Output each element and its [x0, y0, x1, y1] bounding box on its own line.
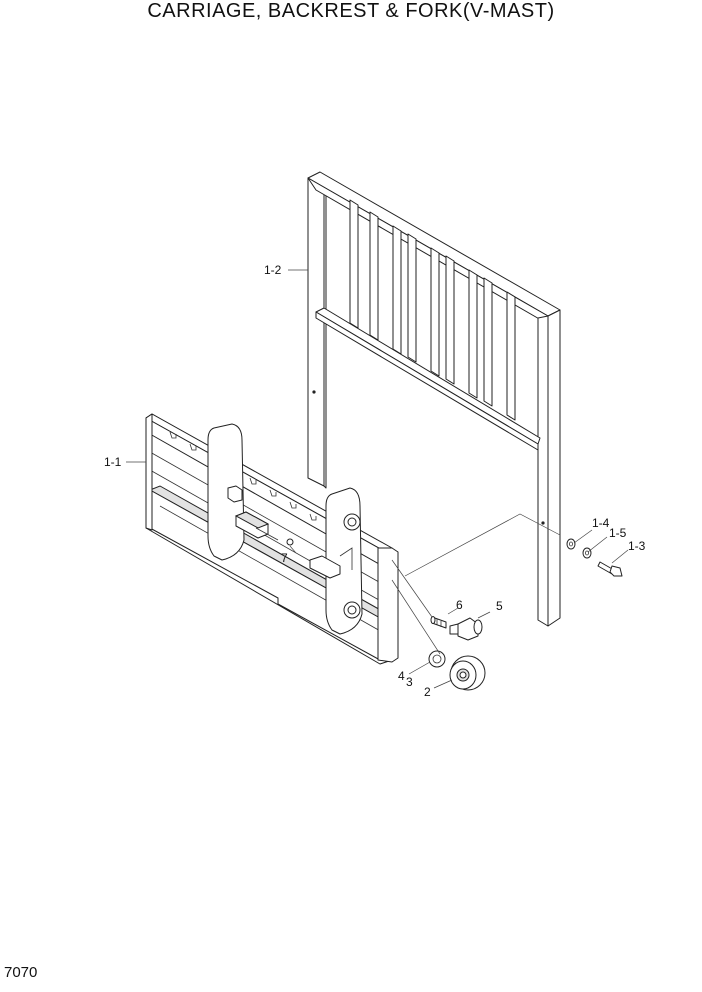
page-title: CARRIAGE, BACKREST & FORK(V-MAST) [147, 0, 555, 22]
lock-washer-part[interactable] [582, 547, 592, 559]
callout-7: 7 [281, 551, 288, 565]
callout-5: 5 [496, 599, 503, 613]
roller-bearing-part[interactable] [449, 655, 486, 691]
callout-4: 4 [398, 669, 405, 683]
callout-1-4: 1-4 [592, 516, 610, 530]
callout-1-1: 1-1 [104, 455, 122, 469]
bolt-part[interactable] [597, 561, 623, 577]
callout-1-2: 1-2 [264, 263, 282, 277]
backrest-part[interactable] [307, 171, 561, 627]
callout-1-3: 1-3 [628, 539, 646, 553]
carriage-part[interactable] [145, 413, 399, 665]
roller-shaft-part[interactable] [449, 617, 483, 641]
callout-6: 6 [456, 598, 463, 612]
callout-3: 3 [406, 675, 413, 689]
washer-flat-part[interactable] [566, 538, 576, 550]
page-number: 7070 [4, 964, 38, 981]
callout-1-5: 1-5 [609, 526, 627, 540]
callout-2: 2 [424, 685, 431, 699]
shim-part[interactable] [428, 650, 446, 668]
pin-part[interactable] [430, 616, 447, 629]
